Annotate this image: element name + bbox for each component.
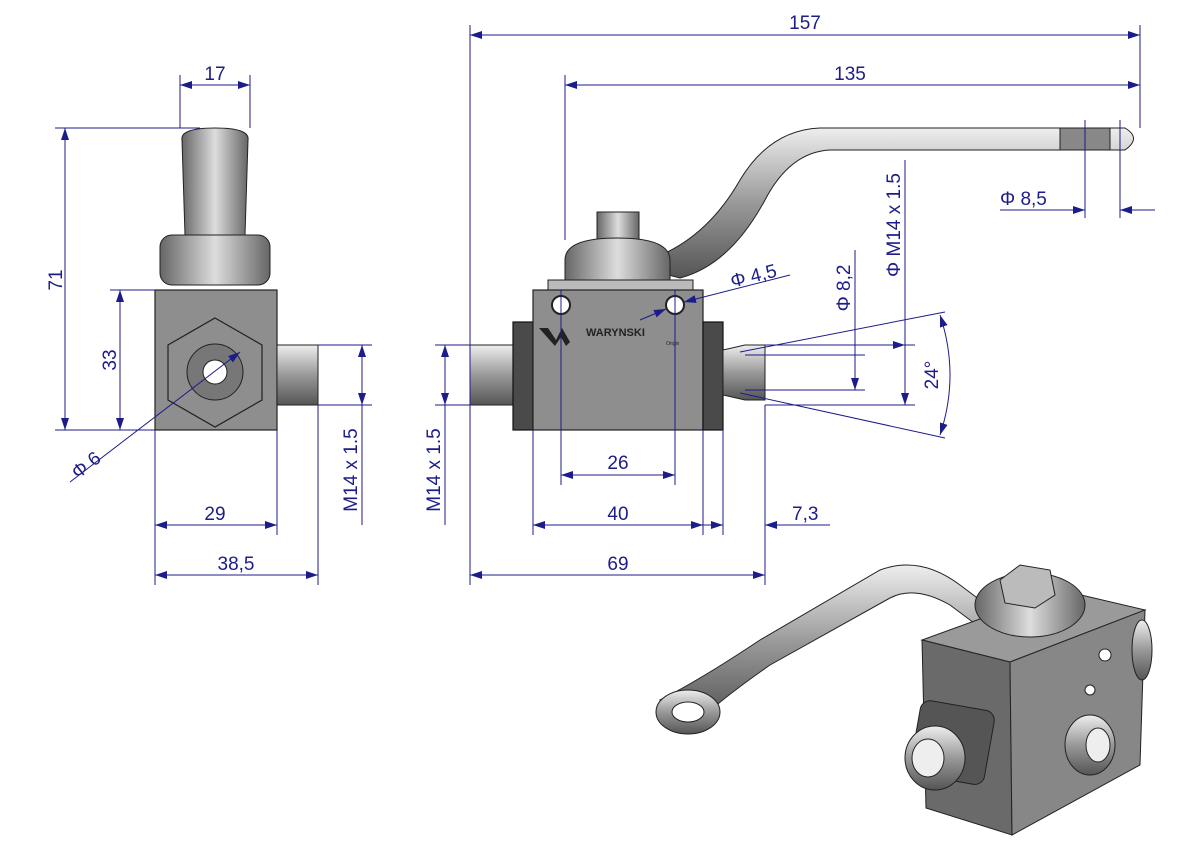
dim-71: 71 (46, 269, 67, 290)
dim-thread-left: M14 x 1.5 (424, 428, 445, 511)
dim-26: 26 (607, 453, 628, 474)
dim-7-3: 7,3 (792, 504, 818, 525)
dim-29: 29 (204, 504, 225, 525)
bonnet-side (159, 234, 271, 286)
logo-brand: WARYNSKI (586, 327, 645, 339)
bonnet (564, 237, 671, 291)
lever-handle (629, 127, 1134, 279)
logo-sub: Origin (666, 341, 680, 347)
front-view: WARYNSKI Origin (469, 127, 1134, 431)
dim-33: 33 (100, 349, 121, 370)
dim-40: 40 (607, 504, 628, 525)
logo-mark (539, 328, 570, 346)
port-side (276, 344, 319, 406)
dim-thread-side: M14 x 1.5 (341, 428, 362, 511)
dim-157: 157 (789, 13, 821, 34)
iso-bolt (999, 564, 1056, 609)
side-view (154, 127, 319, 431)
port-left (469, 344, 516, 406)
dim-69: 69 (607, 554, 628, 575)
dim-holes-4-5: Φ 4,5 (728, 261, 779, 293)
dim-bore: Φ 6 (68, 448, 105, 484)
handle-side (181, 127, 249, 236)
dim-angle: 24° (922, 361, 943, 390)
logo: WARYNSKI Origin (539, 327, 680, 347)
dim-bore-8-2: Φ 8,2 (834, 265, 855, 312)
dim-38-5: 38,5 (218, 554, 255, 575)
front-dimensions: 157 135 Φ 8,5 Φ M14 x 1.5 Φ 8,2 Φ 4,5 24… (424, 13, 1155, 585)
port-right (722, 344, 766, 401)
isometric-view (655, 564, 1153, 836)
dim-135: 135 (834, 64, 866, 85)
dim-17: 17 (204, 64, 225, 85)
dim-hole-8-5: Φ 8,5 (1000, 189, 1047, 210)
dim-thread-dia: Φ M14 x 1.5 (884, 173, 905, 277)
hex-bolt (596, 211, 640, 241)
